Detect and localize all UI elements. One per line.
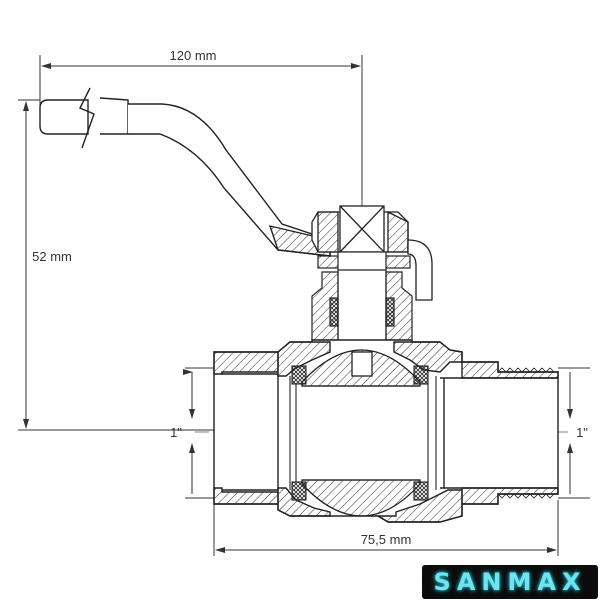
stem-gland (311, 271, 413, 341)
right-thread-label: 1" (576, 425, 588, 440)
length-dimension (213, 500, 559, 556)
height-dimension (18, 99, 215, 431)
width-dimension (39, 55, 363, 215)
stem-washer (317, 251, 411, 353)
logo-text: SANMAX (433, 568, 587, 596)
valve-body (213, 339, 559, 523)
height-label: 52 mm (32, 249, 72, 264)
lever-handle (39, 87, 331, 257)
length-label: 75,5 mm (361, 532, 412, 547)
left-thread-dimension (185, 367, 215, 499)
stem-nut (311, 205, 433, 301)
left-thread-label: 1" (170, 425, 182, 440)
right-thread-dimension (558, 367, 590, 499)
width-label: 120 mm (170, 48, 217, 63)
sanmax-logo: SANMAX (422, 565, 598, 599)
ball-seats (289, 365, 437, 501)
valve-ball (301, 349, 421, 517)
